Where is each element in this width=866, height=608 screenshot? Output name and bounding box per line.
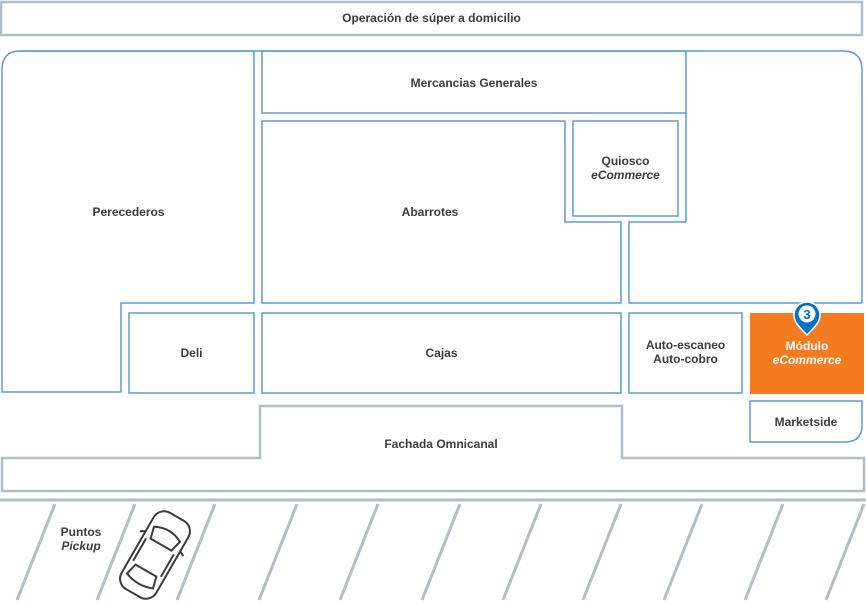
zone-deli [128,312,255,394]
deli-label: Deli [180,346,203,360]
autoescaneo-label: Auto-escaneo Auto-cobro [645,338,726,366]
puntos-pickup-label: Puntos Pickup [60,525,102,553]
fachada-wall [0,404,866,493]
top-banner-label: Operación de súper a domicilio [342,11,521,25]
abarrotes-label: Abarrotes [401,205,459,219]
modulo-ecommerce-label: Módulo eCommerce [772,339,842,367]
pin-number: 3 [803,307,810,322]
car-icon [119,510,191,600]
store-outline-left [1,50,255,393]
zone-autoescaneo [628,312,743,394]
zone-quiosco [572,120,679,217]
zone-marketside [749,400,863,443]
top-banner-box [0,0,864,37]
perecederos-label: Perecederos [92,205,165,219]
zone-cajas [261,312,622,394]
fachada-label: Fachada Omnicanal [384,437,498,451]
zone-abarrotes [261,120,622,304]
location-pin-icon: 3 [793,301,821,337]
mercancias-label: Mercancias Generales [410,76,538,90]
parking-stripes [15,503,866,601]
marketside-label: Marketside [774,415,838,429]
store-outline [20,50,863,303]
zone-right-area [628,113,862,304]
quiosco-label: Quiosco eCommerce [591,154,660,182]
cajas-label: Cajas [425,346,458,360]
